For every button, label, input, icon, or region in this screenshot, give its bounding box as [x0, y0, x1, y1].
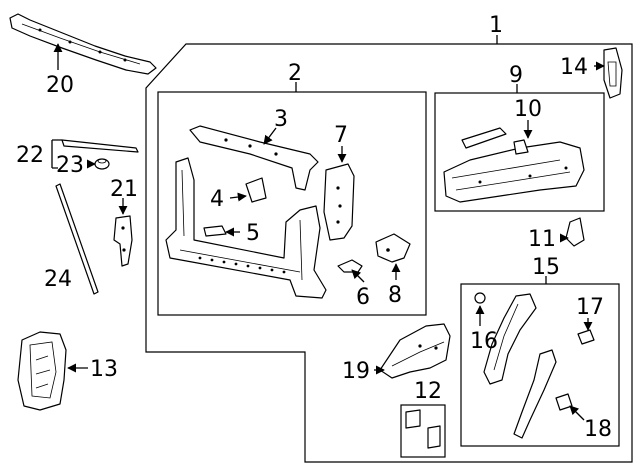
callout-9: 9 [509, 63, 523, 88]
callout-15: 15 [532, 255, 560, 280]
group-box-15 [460, 283, 620, 447]
assembly-outline [145, 43, 633, 463]
part-9-apron [443, 141, 585, 203]
callout-18: 18 [584, 417, 612, 442]
callout-22: 22 [16, 143, 44, 168]
part-14-bracket [603, 47, 623, 99]
callout-2: 2 [288, 61, 302, 86]
part-2-radiator-support [165, 157, 327, 299]
callout-3: 3 [274, 107, 288, 132]
part-16-clip [474, 292, 486, 304]
callout-6: 6 [356, 285, 370, 310]
callout-21: 21 [110, 177, 138, 202]
part-15-lower-rail [513, 349, 557, 439]
callout-12: 12 [414, 379, 442, 404]
part-8-bracket [375, 233, 411, 263]
part-24-support-rod [55, 183, 99, 295]
part-5-bracket [203, 225, 227, 237]
part-18-bracket [555, 393, 573, 411]
part-15-wheelhouse [483, 293, 537, 385]
group-box-12 [400, 404, 446, 458]
callout-5: 5 [246, 221, 260, 246]
callout-14: 14 [560, 55, 588, 80]
part-6-bracket [337, 259, 363, 273]
part-17-bracket [577, 329, 595, 345]
callout-13: 13 [90, 357, 118, 382]
part-9-reinforcement [461, 127, 507, 149]
callout-20: 20 [46, 73, 74, 98]
part-22-bracket [51, 139, 139, 169]
group-box-2 [157, 91, 427, 316]
callout-8: 8 [388, 283, 402, 308]
part-23-grommet [94, 158, 110, 170]
part-13-inner-liner [17, 331, 67, 411]
callout-4: 4 [210, 187, 224, 212]
part-19-extension [379, 323, 451, 379]
part-11-bracket [565, 217, 585, 247]
part-10-bracket [513, 139, 529, 155]
callout-17: 17 [576, 295, 604, 320]
callout-24: 24 [44, 267, 72, 292]
callout-19: 19 [342, 359, 370, 384]
callout-23: 23 [56, 153, 84, 178]
part-4-bracket [245, 177, 267, 203]
part-20-upper-tie-bar [9, 13, 157, 75]
callout-7: 7 [334, 123, 348, 148]
callout-16: 16 [470, 329, 498, 354]
callout-11: 11 [528, 227, 556, 252]
callout-10: 10 [514, 97, 542, 122]
part-21-bracket [113, 215, 133, 267]
part-7-side-member [323, 163, 355, 241]
part-12-clips [405, 409, 441, 449]
group-box-9 [434, 92, 605, 212]
part-3-upper-support [189, 125, 319, 191]
callout-1: 1 [489, 13, 503, 38]
